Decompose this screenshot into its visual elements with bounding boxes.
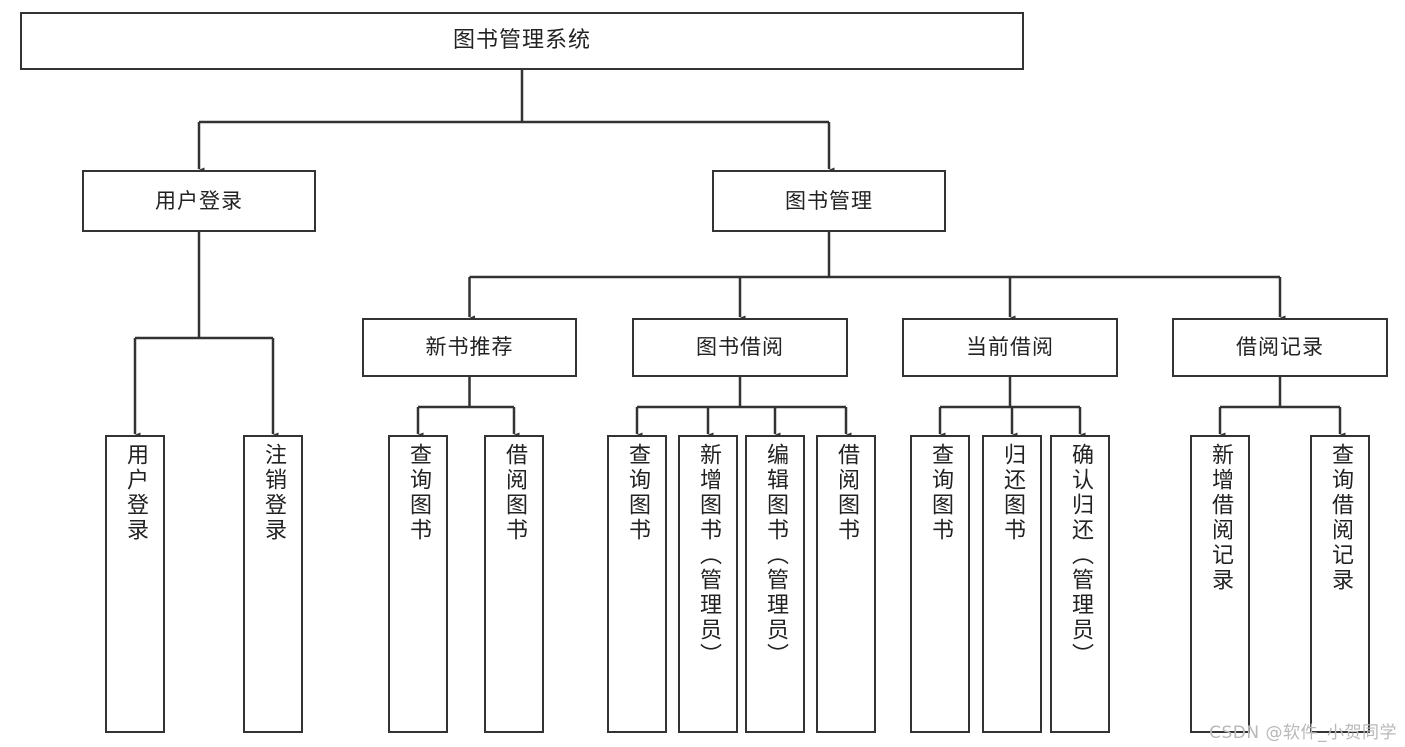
node-leaf-confirm-return[interactable]: 确认归还（管理员）	[1050, 435, 1110, 733]
node-leaf-query-book-1-label: 查询图书	[406, 443, 431, 543]
node-user-login-label: 用户登录	[155, 188, 243, 213]
node-leaf-add-borrow-record-label: 新增借阅记录	[1208, 443, 1233, 593]
node-leaf-add-borrow-record[interactable]: 新增借阅记录	[1190, 435, 1250, 733]
node-leaf-query-borrow-rec-label: 查询借阅记录	[1328, 443, 1353, 593]
node-leaf-query-book-3[interactable]: 查询图书	[910, 435, 970, 733]
node-leaf-borrow-book-1[interactable]: 借阅图书	[484, 435, 544, 733]
node-new-book-rec[interactable]: 新书推荐	[362, 318, 577, 377]
node-leaf-borrow-book-2-label: 借阅图书	[834, 443, 859, 543]
node-leaf-edit-book-admin[interactable]: 编辑图书（管理员）	[745, 435, 805, 733]
node-leaf-query-book-1[interactable]: 查询图书	[388, 435, 448, 733]
node-leaf-query-book-2[interactable]: 查询图书	[607, 435, 667, 733]
node-current-borrow[interactable]: 当前借阅	[902, 318, 1118, 377]
node-borrow-record-label: 借阅记录	[1236, 335, 1324, 360]
node-leaf-query-borrow-rec[interactable]: 查询借阅记录	[1310, 435, 1370, 733]
node-leaf-user-login-label: 用户登录	[123, 443, 148, 543]
node-leaf-query-book-2-label: 查询图书	[625, 443, 650, 543]
node-leaf-return-book-label: 归还图书	[1000, 443, 1025, 543]
node-leaf-add-book-admin-label: 新增图书（管理员）	[696, 443, 721, 668]
node-leaf-borrow-book-2[interactable]: 借阅图书	[816, 435, 876, 733]
node-root-label: 图书管理系统	[452, 28, 591, 54]
node-book-manage-label: 图书管理	[785, 188, 873, 213]
edges-group	[129, 70, 1346, 442]
node-leaf-edit-book-admin-label: 编辑图书（管理员）	[763, 443, 788, 668]
node-current-borrow-label: 当前借阅	[966, 335, 1054, 360]
node-leaf-logout-label: 注销登录	[261, 443, 286, 543]
node-leaf-logout[interactable]: 注销登录	[243, 435, 303, 733]
node-borrow-record[interactable]: 借阅记录	[1172, 318, 1388, 377]
node-leaf-add-book-admin[interactable]: 新增图书（管理员）	[678, 435, 738, 733]
node-leaf-confirm-return-label: 确认归还（管理员）	[1068, 443, 1093, 668]
node-book-borrow[interactable]: 图书借阅	[632, 318, 848, 377]
node-new-book-rec-label: 新书推荐	[425, 335, 514, 360]
node-leaf-return-book[interactable]: 归还图书	[982, 435, 1042, 733]
node-book-borrow-label: 图书借阅	[696, 335, 784, 360]
node-leaf-query-book-3-label: 查询图书	[928, 443, 953, 543]
node-root[interactable]: 图书管理系统	[20, 12, 1024, 70]
node-leaf-borrow-book-1-label: 借阅图书	[502, 443, 527, 543]
node-user-login[interactable]: 用户登录	[82, 170, 316, 232]
node-book-manage[interactable]: 图书管理	[712, 170, 946, 232]
node-leaf-user-login[interactable]: 用户登录	[105, 435, 165, 733]
